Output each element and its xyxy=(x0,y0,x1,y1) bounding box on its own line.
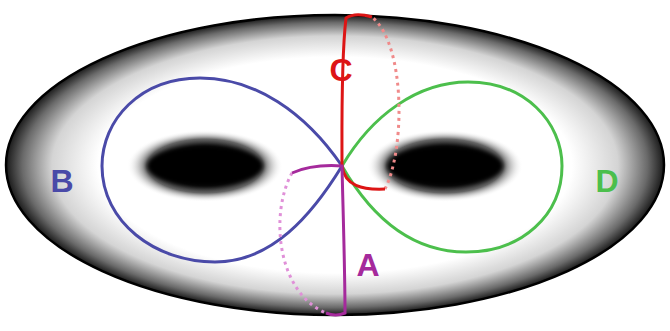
curve-label: A xyxy=(356,249,379,281)
hole xyxy=(147,146,263,186)
curve-b xyxy=(102,78,342,262)
curve-label: B xyxy=(50,165,73,197)
hole xyxy=(387,146,503,186)
curve-a-back xyxy=(280,173,326,313)
curve-c-back xyxy=(372,17,399,189)
curve-label: C xyxy=(329,54,352,86)
curve-c xyxy=(342,15,385,189)
hole-shade xyxy=(127,130,283,202)
curve-label: D xyxy=(595,165,618,197)
hole-shade xyxy=(367,130,523,202)
surface-outline xyxy=(6,15,664,315)
curve-a xyxy=(292,166,345,315)
curve-d xyxy=(342,82,562,252)
